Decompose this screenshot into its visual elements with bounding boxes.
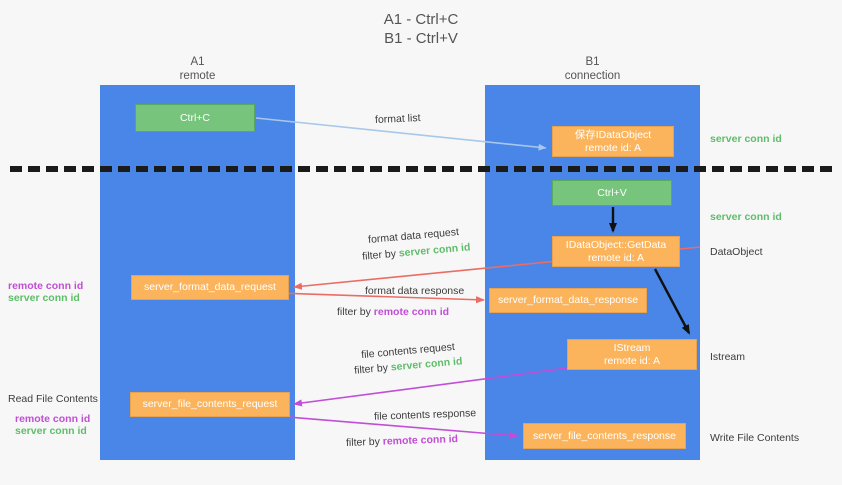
node-save-idataobject[interactable]: 保存IDataObject remote id: A (552, 126, 674, 157)
node-ctrl-v[interactable]: Ctrl+V (552, 180, 672, 206)
edge-label-file-contents-response-filter: filter by remote conn id (346, 432, 458, 450)
filter-prefix: filter by (361, 247, 400, 263)
edge-label-format-data-response: format data response (365, 285, 465, 297)
node-ctrl-v-line1: Ctrl+V (597, 186, 627, 199)
filter-value-remote-conn-id: remote conn id (382, 433, 459, 448)
column-b1-name: B1 (585, 56, 600, 68)
column-header-a1: A1 remote (100, 56, 295, 83)
node-server-file-contents-request[interactable]: server_file_contents_request (130, 392, 290, 417)
column-header-b1: B1 connection (485, 56, 700, 83)
annotation-server-conn-id-top: server conn id (710, 133, 782, 145)
title-line-2: B1 - Ctrl+V (384, 30, 458, 47)
edge-label-format-data-response-filter: filter by remote conn id (337, 305, 449, 319)
section-divider (10, 166, 832, 172)
annotation-dataobject: DataObject (710, 246, 763, 258)
annotation-remote-conn-id-1: remote conn id (8, 280, 84, 292)
filter-value-server-conn-id: server conn id (398, 241, 471, 260)
annotation-write-file-contents: Write File Contents (710, 432, 800, 444)
column-a1-name: A1 (190, 56, 205, 68)
filter-prefix: filter by (345, 435, 383, 449)
node-save-idataobject-line1: 保存IDataObject (574, 128, 652, 141)
annotation-istream: Istream (710, 351, 746, 363)
column-a1-sublabel: remote (179, 69, 216, 82)
title-line-1: A1 - Ctrl+C (383, 11, 459, 28)
filter-value-remote-conn-id: remote conn id (373, 306, 450, 318)
node-idataobject-getdata-line1: IDataObject::GetData (565, 238, 667, 251)
node-ctrl-c-line1: Ctrl+C (179, 111, 211, 124)
annotation-read-file-contents: Read File Contents (8, 393, 98, 405)
annotation-server-conn-id-1: server conn id (8, 292, 80, 304)
diagram-title: A1 - Ctrl+C B1 - Ctrl+V (0, 10, 842, 48)
node-istream-line2: remote id: A (603, 354, 661, 367)
node-server-file-contents-request-label: server_file_contents_request (142, 398, 278, 410)
node-server-format-data-response-label: server_format_data_response (497, 294, 639, 306)
node-istream-line1: IStream (613, 341, 651, 354)
node-idataobject-getdata[interactable]: IDataObject::GetData remote id: A (552, 236, 680, 267)
node-ctrl-c[interactable]: Ctrl+C (135, 104, 255, 132)
annotation-server-conn-id-mid: server conn id (710, 211, 782, 223)
node-idataobject-getdata-line2: remote id: A (587, 251, 645, 264)
node-server-format-data-request[interactable]: server_format_data_request (131, 275, 289, 300)
node-server-format-data-response[interactable]: server_format_data_response (489, 288, 647, 313)
node-server-file-contents-response-label: server_file_contents_response (532, 429, 676, 442)
node-istream[interactable]: IStream remote id: A (567, 339, 697, 370)
annotation-remote-conn-id-2: remote conn id (15, 413, 91, 425)
node-server-file-contents-response[interactable]: server_file_contents_response (523, 423, 686, 449)
annotation-server-conn-id-2: server conn id (15, 425, 87, 437)
edge-label-file-contents-response: file contents response (373, 407, 477, 423)
filter-prefix: filter by (353, 361, 392, 377)
edge-label-format-list: format list (374, 112, 421, 126)
node-save-idataobject-line2: remote id: A (584, 141, 642, 154)
column-b1-sublabel: connection (564, 69, 621, 82)
node-server-format-data-request-label: server_format_data_request (144, 281, 276, 293)
filter-prefix: filter by (337, 306, 374, 318)
